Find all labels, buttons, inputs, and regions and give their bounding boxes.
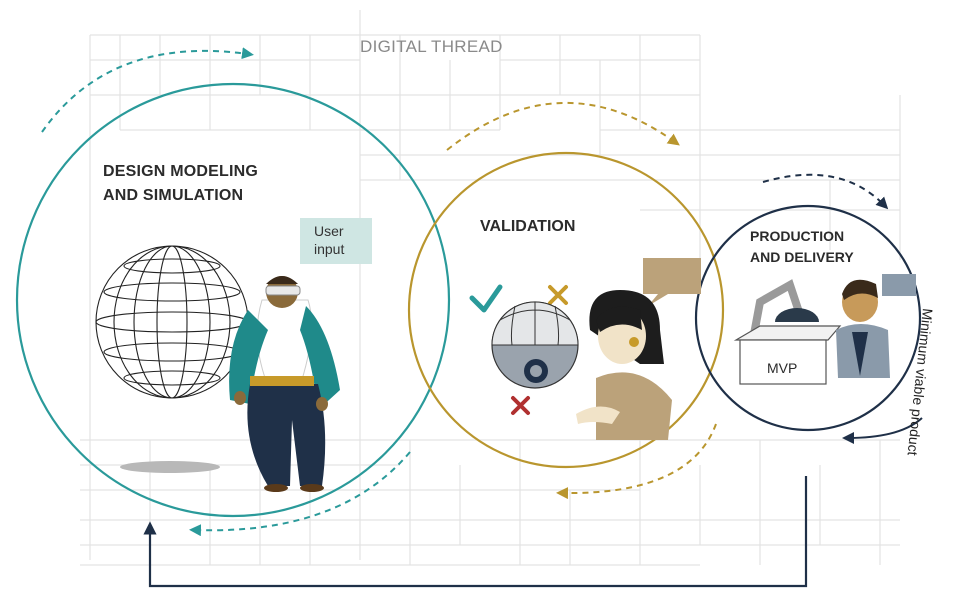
user-input-callout: User input — [300, 218, 372, 264]
production-stage-title: PRODUCTION AND DELIVERY — [750, 226, 854, 268]
validator-figure-icon — [576, 258, 701, 440]
cross-icon-gold — [548, 285, 568, 305]
globe-shadow — [120, 461, 220, 473]
design-title-line1: DESIGN MODELING — [103, 163, 259, 180]
checkmark-icon — [469, 284, 503, 313]
validation-stage-title: VALIDATION — [480, 218, 576, 235]
minimum-viable-product-label: Minimum viable product — [905, 308, 936, 457]
design-loop-arrow-top — [41, 47, 254, 133]
design-title-line2: AND SIMULATION — [103, 187, 244, 204]
validation-sphere-icon — [491, 301, 579, 389]
mvp-curve-arrow — [842, 417, 923, 444]
design-stage-title: DESIGN MODELING AND SIMULATION — [103, 160, 258, 208]
design-stage-circle — [15, 82, 451, 518]
robot-arm-icon — [748, 279, 804, 349]
validation-stage-circle — [407, 151, 725, 469]
mvp-box-icon — [733, 308, 842, 385]
background-grid — [80, 10, 901, 566]
user-input-line2: input — [314, 241, 345, 257]
digital-thread-title: DIGITAL THREAD — [360, 37, 503, 56]
production-loop-arrow-top — [762, 173, 889, 210]
design-loop-arrow-bottom — [189, 451, 411, 537]
mvp-label: MVP — [767, 360, 798, 376]
wireframe-globe-icon — [95, 245, 249, 399]
vr-user-figure-icon — [229, 276, 340, 492]
user-input-line1: User — [314, 223, 344, 239]
production-title-line2: AND DELIVERY — [750, 249, 854, 265]
production-stage-circle — [694, 204, 922, 432]
production-title-line1: PRODUCTION — [750, 228, 845, 244]
return-arrow — [143, 476, 808, 588]
cross-icon-red — [511, 396, 530, 415]
production-worker-icon — [836, 274, 916, 378]
validation-loop-arrow-top — [446, 101, 680, 151]
